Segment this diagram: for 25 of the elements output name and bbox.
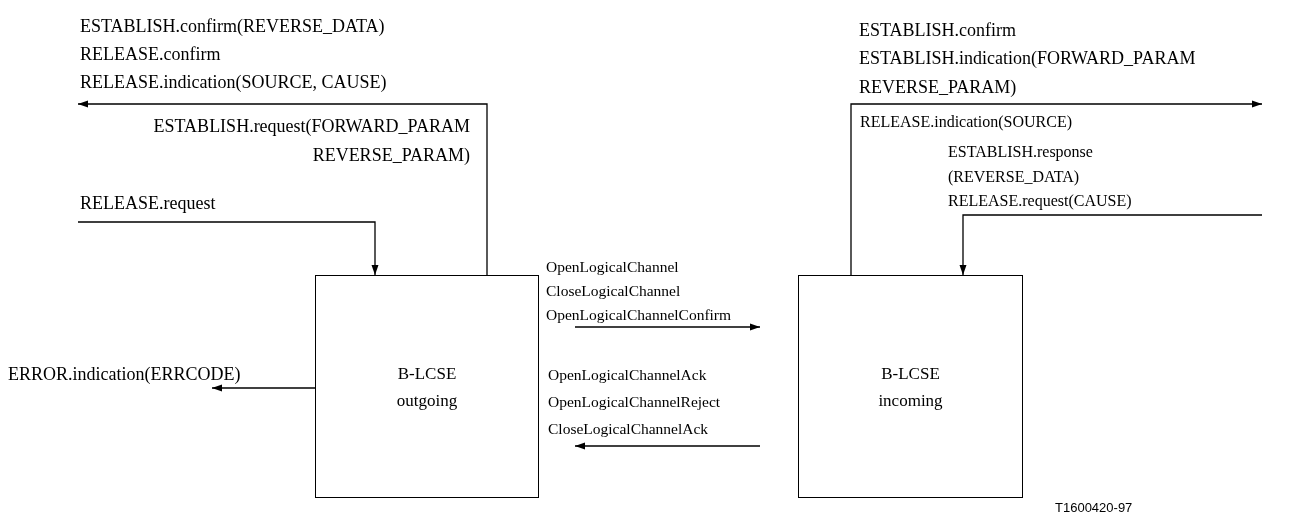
box-label: B-LCSE outgoing <box>396 362 458 412</box>
edge-label: OpenLogicalChannelAck OpenLogicalChannelReject CloseLogicalChannelAck <box>548 365 721 439</box>
arrow <box>574 323 761 331</box>
box-label: B-LCSE incoming <box>878 362 943 412</box>
signal-label: ESTABLISH.confirm <box>859 19 1017 42</box>
arrow <box>574 442 761 450</box>
arrow <box>211 384 316 392</box>
arrow <box>850 100 1263 276</box>
figure-code: T1600420-97 <box>1055 500 1133 516</box>
signal-label: RELEASE.request <box>80 192 216 215</box>
signal-label: ESTABLISH.confirm(REVERSE_DATA) <box>80 15 385 38</box>
signal-label: RELEASE.confirm <box>80 43 221 66</box>
arrow <box>77 100 488 276</box>
process-box <box>798 275 1023 498</box>
signal-label: ESTABLISH.response (REVERSE_DATA) <box>948 142 1093 188</box>
signal-label: ESTABLISH.request(FORWARD_PARAM REVERSE_PARAM) <box>153 115 470 167</box>
arrow <box>77 221 379 276</box>
signal-label: RELEASE.indication(SOURCE) <box>860 112 1072 133</box>
arrow <box>959 214 1263 276</box>
signal-label: RELEASE.request(CAUSE) <box>948 191 1132 212</box>
edge-label: OpenLogicalChannel CloseLogicalChannel OpenLogicalChannelConfirm <box>546 257 732 325</box>
signal-label: ERROR.indication(ERRCODE) <box>8 363 241 386</box>
signal-label: ESTABLISH.indication(FORWARD_PARAM REVERSE_PARAM) <box>859 47 1196 99</box>
signal-label: RELEASE.indication(SOURCE, CAUSE) <box>80 71 387 94</box>
process-box <box>315 275 539 498</box>
